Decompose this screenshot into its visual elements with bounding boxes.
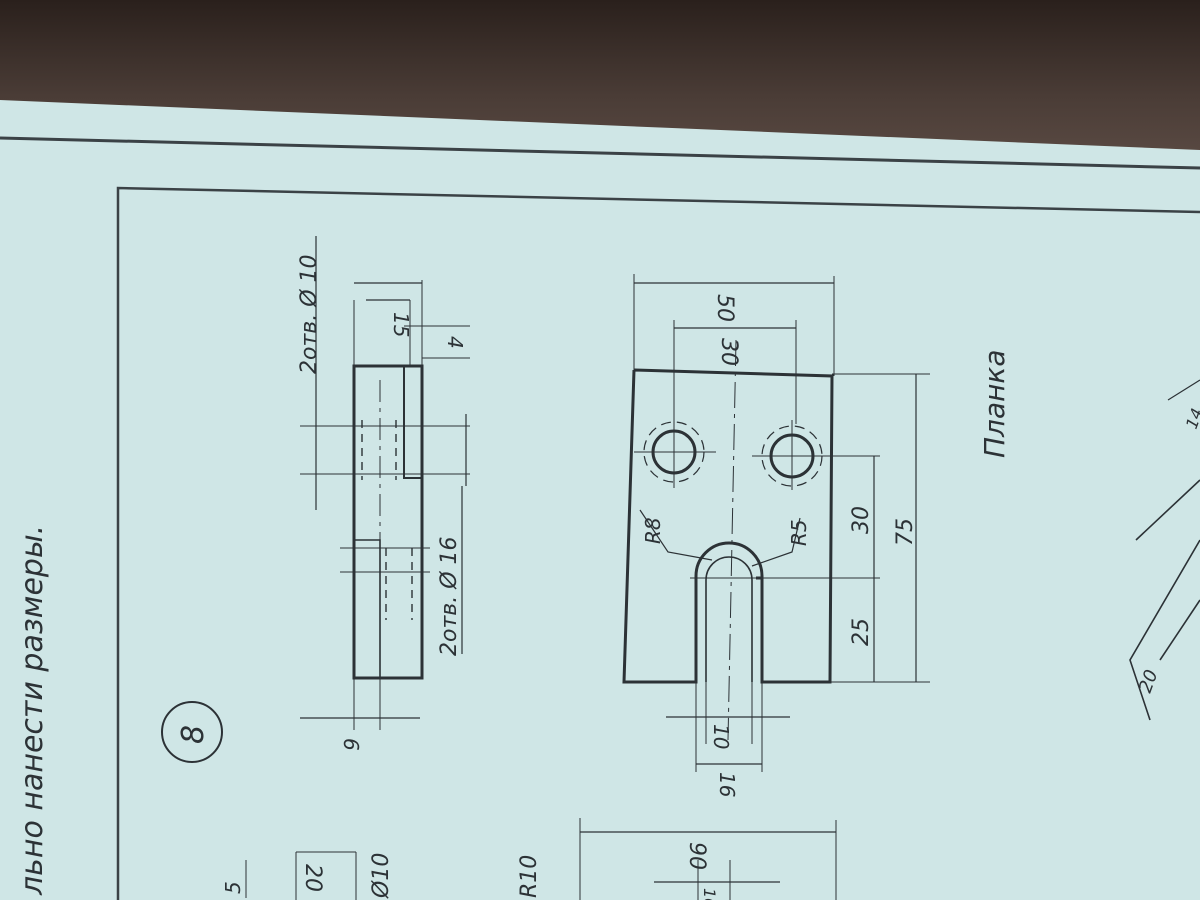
front-view (622, 274, 930, 772)
frame-border (116, 186, 1200, 900)
next-dim-20: 20 (300, 864, 325, 892)
front-dim-10: 10 (709, 724, 733, 749)
side-view (300, 236, 470, 730)
side-dim-4: 4 (443, 336, 467, 349)
paper-sheet (0, 100, 1200, 900)
front-dim-75: 75 (893, 518, 918, 546)
task-number-badge: 8 (161, 701, 223, 763)
next-d10-label: Ø10 (369, 853, 394, 899)
side-dim-15: 15 (389, 312, 413, 337)
front-dim-25: 25 (849, 618, 874, 646)
side-hole10-label: 2отв. Ø 10 (297, 254, 322, 374)
front-r8-label: R8 (641, 517, 665, 544)
part-title: Планка (978, 350, 1011, 459)
next-dim-90: 90 (684, 842, 709, 870)
next-dim-10-small: 10 (700, 888, 719, 900)
front-dim-30-side: 30 (849, 506, 874, 534)
front-dim-30-top: 30 (716, 338, 741, 366)
next-drawing-partial (245, 379, 1200, 900)
front-dim-50: 50 (712, 294, 737, 322)
front-dim-16: 16 (715, 772, 739, 797)
front-r5-label: R5 (787, 519, 811, 546)
side-dim-6: 6 (339, 738, 363, 751)
task-number: 8 (176, 725, 211, 744)
header-instruction: льно нанести размеры. (15, 525, 50, 896)
side-hole16-label: 2отв. Ø 16 (437, 536, 462, 656)
next-dim-14-right: 14 (1182, 406, 1200, 432)
next-r10-label: R10 (517, 855, 542, 898)
sheet-top-line (0, 136, 1200, 170)
next-dim-5: 5 (221, 881, 245, 894)
